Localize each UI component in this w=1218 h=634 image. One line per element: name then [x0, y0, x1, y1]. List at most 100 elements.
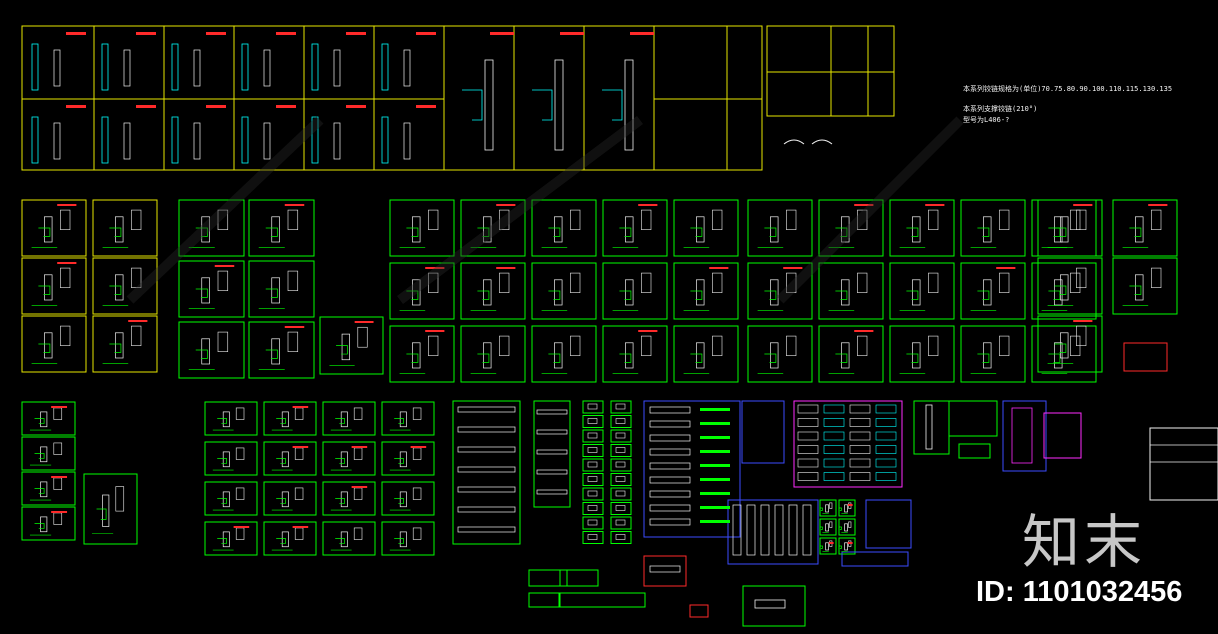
parts-list-frame	[643, 400, 741, 538]
table-cell-part	[849, 418, 871, 427]
hinge-profile	[1060, 274, 1069, 301]
hinge-frame	[389, 199, 455, 257]
part-label	[700, 464, 730, 467]
hinge-profile	[115, 274, 124, 301]
handle-frame	[21, 257, 87, 315]
part-label	[700, 450, 730, 453]
hinge-profile	[825, 504, 829, 513]
hinge-profile	[40, 446, 48, 463]
lock-label	[136, 32, 156, 35]
hinge-profile	[340, 531, 348, 548]
mini-part	[587, 476, 598, 482]
label-mark	[292, 446, 309, 448]
lock-body-outline	[381, 43, 389, 91]
lock-strike	[123, 49, 131, 87]
hinge-profile	[844, 504, 848, 513]
hinge-arm	[1129, 285, 1142, 295]
hinge-profile	[1054, 216, 1063, 243]
lock-cylinder	[1011, 407, 1033, 464]
hinge-profile	[1054, 279, 1063, 306]
strip-frame	[958, 443, 991, 459]
lock-label	[560, 32, 584, 35]
mini-frame	[610, 531, 632, 544]
lock-body-outline	[101, 43, 109, 91]
mini-frame	[610, 429, 632, 443]
label-mark	[292, 526, 309, 528]
hinge-frame	[389, 262, 455, 320]
accessory-frame	[21, 506, 76, 541]
hinge-profile	[625, 342, 634, 369]
hinge-plate	[412, 527, 422, 540]
hinge-arm	[977, 290, 990, 300]
hinge-profile	[983, 216, 992, 243]
hinge-arm	[619, 353, 632, 363]
label-mark	[996, 267, 1016, 269]
label-mark	[51, 511, 68, 513]
watermark-logo: 知末	[1022, 508, 1147, 576]
label-mark	[496, 204, 516, 206]
hinge-plate	[857, 335, 868, 356]
table-cell-part	[823, 445, 845, 454]
lock-strike	[193, 49, 201, 87]
hinge-arm	[619, 227, 632, 237]
mini-frame	[582, 415, 604, 428]
hinge-arm	[217, 458, 227, 464]
part-label	[700, 408, 730, 411]
lock-body-outline	[171, 116, 179, 164]
mini-part	[615, 534, 626, 540]
hinge-profile	[271, 338, 280, 365]
hinge-profile	[40, 411, 48, 428]
mini-frame	[610, 400, 632, 414]
part-profile	[649, 462, 691, 470]
hinge-plate	[1076, 209, 1087, 230]
hinge-arm	[764, 227, 777, 237]
part-profile	[649, 406, 691, 414]
hinge-profile	[696, 342, 705, 369]
hinge-plate	[499, 272, 510, 293]
watermark-band	[397, 116, 643, 304]
hinge-arm	[477, 227, 490, 237]
part-profile	[649, 504, 691, 512]
table-cell-part	[823, 431, 845, 441]
hinge-profile	[412, 279, 421, 306]
hinge-profile	[115, 332, 124, 359]
hinge-arm	[335, 498, 345, 504]
hinge-frame	[1112, 199, 1178, 257]
accessory-frame	[21, 471, 76, 506]
hinge-profile	[912, 279, 921, 306]
lock-label	[66, 32, 86, 35]
hinge-profile	[1060, 332, 1069, 359]
drawing-details	[29, 32, 1168, 609]
label-mark	[57, 204, 77, 206]
hinge-arm	[406, 353, 419, 363]
mini-part	[587, 447, 598, 453]
watermark-band	[776, 116, 964, 304]
hinge-arm	[265, 349, 278, 359]
hinge-profile	[554, 342, 563, 369]
strip-profile	[457, 426, 516, 433]
strip-frame	[452, 400, 521, 545]
hinge-plate	[829, 502, 833, 509]
hinge-plate	[353, 447, 363, 460]
hinge-arm	[34, 418, 45, 424]
hinge-frame	[818, 325, 884, 383]
label-mark	[638, 204, 658, 206]
hinge-frame	[1037, 257, 1103, 315]
hinge-frame	[1112, 257, 1178, 315]
label-mark	[854, 330, 874, 332]
hinge-arm	[217, 538, 227, 544]
mini-part	[615, 418, 626, 424]
hinge-plate	[428, 272, 439, 293]
hinge-arm	[764, 353, 777, 363]
hinge-plate	[235, 407, 245, 420]
hinge-plate	[428, 209, 439, 230]
hinge-arm	[977, 227, 990, 237]
hinge-profile	[554, 216, 563, 243]
table-frame	[1149, 427, 1218, 501]
mini-part	[587, 519, 598, 526]
mini-frame	[582, 531, 604, 544]
hinge-profile	[340, 411, 348, 428]
table-cell-part	[797, 404, 819, 414]
long-lock-outline	[484, 59, 494, 151]
hinge-arm	[477, 290, 490, 300]
